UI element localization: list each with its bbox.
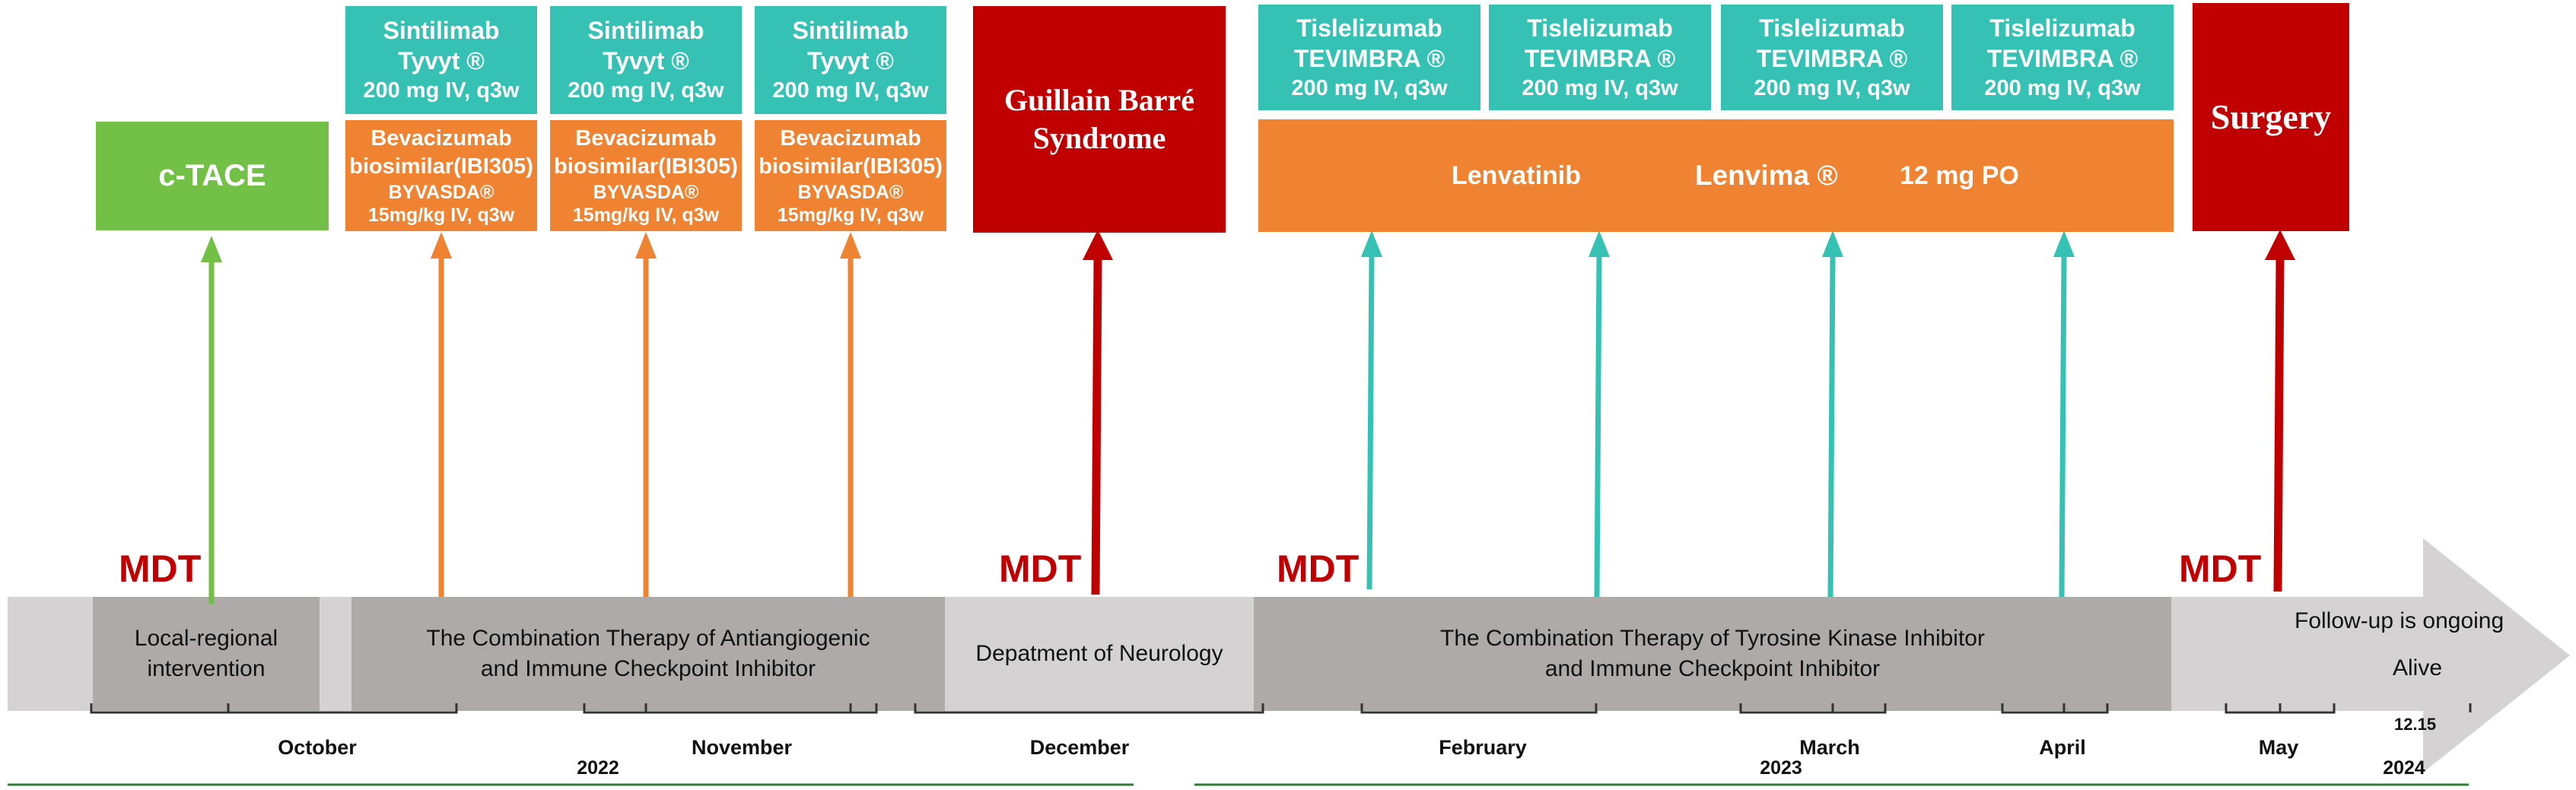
event-sintilimab-1: Sintilimab Tyvyt ® 200 mg IV, q3w bbox=[345, 6, 537, 114]
event-sintilimab-2: Sintilimab Tyvyt ® 200 mg IV, q3w bbox=[550, 6, 742, 114]
gbs-line-2: Syndrome bbox=[1032, 121, 1166, 155]
drug-name-2: biosimilar(IBI305) bbox=[758, 154, 943, 179]
drug-brand: TEVIMBRA ® bbox=[1524, 44, 1676, 72]
event-tislelizumab-4: Tislelizumab TEVIMBRA ® 200 mg IV, q3w bbox=[1951, 5, 2174, 110]
arrow-cycle5 bbox=[1589, 230, 1610, 598]
drug-name: Tislelizumab bbox=[1989, 14, 2136, 42]
event-tislelizumab-2: Tislelizumab TEVIMBRA ® 200 mg IV, q3w bbox=[1489, 5, 1711, 110]
drug-brand: TEVIMBRA ® bbox=[1986, 44, 2139, 72]
year-2024: 2024 bbox=[2383, 757, 2425, 779]
phase-combo2-line-2: and Immune Checkpoint Inhibitor bbox=[1544, 656, 1881, 681]
year-2023: 2023 bbox=[1760, 757, 1802, 779]
drug-dose: 200 mg IV, q3w bbox=[568, 78, 724, 103]
event-tislelizumab-1: Tislelizumab TEVIMBRA ® 200 mg IV, q3w bbox=[1258, 5, 1480, 110]
phase-combo2-line-1: The Combination Therapy of Tyrosine Kina… bbox=[1440, 626, 1985, 651]
phase-neurology-label: Depatment of Neurology bbox=[975, 641, 1223, 666]
month-october: October bbox=[278, 736, 357, 759]
phase-combo1-line-2: and Immune Checkpoint Inhibitor bbox=[480, 656, 816, 681]
month-december: December bbox=[1029, 736, 1130, 759]
drug-dose: 15mg/kg IV, q3w bbox=[367, 205, 515, 226]
phase-combination-2: The Combination Therapy of Tyrosine Kina… bbox=[1254, 597, 2171, 711]
lenvatinib-brand: Lenvima ® bbox=[1695, 160, 1838, 191]
drug-name: Sintilimab bbox=[383, 17, 500, 44]
drug-name: Bevacizumab bbox=[575, 126, 717, 151]
drug-brand: BYVASDA® bbox=[388, 182, 495, 203]
mdt-label-3: MDT bbox=[1277, 547, 1360, 590]
drug-name: Sintilimab bbox=[792, 17, 909, 44]
arrow-cycle4 bbox=[1361, 230, 1382, 590]
mdt-label-1: MDT bbox=[119, 547, 202, 590]
drug-dose: 200 mg IV, q3w bbox=[1754, 75, 1910, 100]
event-guillain-barre: Guillain Barré Syndrome bbox=[973, 6, 1226, 233]
drug-brand: Tyvyt ® bbox=[603, 47, 689, 75]
drug-brand: TEVIMBRA ® bbox=[1293, 44, 1445, 72]
drug-name: Tislelizumab bbox=[1527, 14, 1673, 42]
phase-neurology: Depatment of Neurology bbox=[947, 597, 1251, 711]
drug-name-2: biosimilar(IBI305) bbox=[349, 154, 533, 179]
arrow-surgery bbox=[2265, 230, 2295, 592]
arrow-gbs bbox=[1083, 230, 1113, 595]
month-november: November bbox=[691, 736, 793, 759]
month-march: March bbox=[1799, 736, 1860, 759]
drug-dose: 200 mg IV, q3w bbox=[1291, 75, 1448, 100]
drug-name: Bevacizumab bbox=[780, 126, 921, 151]
ctace-label: c-TACE bbox=[158, 159, 266, 192]
phase-local-line-2: intervention bbox=[147, 656, 266, 681]
phase-box-combo1 bbox=[351, 597, 945, 711]
month-axis bbox=[90, 703, 2472, 714]
event-bevacizumab-3: Bevacizumab biosimilar(IBI305) BYVASDA® … bbox=[755, 120, 946, 231]
drug-name: Bevacizumab bbox=[370, 126, 512, 151]
drug-brand: BYVASDA® bbox=[797, 182, 904, 203]
mdt-label-4: MDT bbox=[2179, 547, 2262, 590]
lenvatinib-dose: 12 mg PO bbox=[1900, 160, 2019, 190]
surgery-label: Surgery bbox=[2210, 97, 2332, 136]
phase-local-regional: Local-regional intervention bbox=[93, 597, 320, 711]
drug-dose: 200 mg IV, q3w bbox=[772, 78, 929, 103]
month-april: April bbox=[2039, 736, 2086, 759]
year-2022: 2022 bbox=[577, 757, 619, 779]
arrow-ctace bbox=[201, 236, 222, 604]
alive-label: Alive bbox=[2393, 655, 2443, 681]
event-surgery: Surgery bbox=[2193, 3, 2349, 231]
arrow-cycle6 bbox=[1822, 230, 1843, 598]
arrow-cycle1 bbox=[431, 232, 452, 597]
drug-name: Sintilimab bbox=[587, 17, 704, 44]
month-may: May bbox=[2258, 736, 2299, 759]
event-bevacizumab-2: Bevacizumab biosimilar(IBI305) BYVASDA® … bbox=[550, 120, 742, 231]
event-tislelizumab-3: Tislelizumab TEVIMBRA ® 200 mg IV, q3w bbox=[1721, 5, 1943, 110]
phase-box-combo2 bbox=[1254, 597, 2171, 711]
drug-brand: BYVASDA® bbox=[593, 182, 699, 203]
drug-dose: 200 mg IV, q3w bbox=[1522, 75, 1678, 100]
month-february: February bbox=[1439, 736, 1527, 759]
drug-dose: 15mg/kg IV, q3w bbox=[572, 205, 720, 226]
arrow-cycle7 bbox=[2053, 230, 2075, 598]
phase-box-local bbox=[93, 597, 320, 711]
lenvatinib-drug: Lenvatinib bbox=[1452, 160, 1582, 190]
drug-name: Tislelizumab bbox=[1296, 14, 1442, 42]
alive-date: 12.15 bbox=[2394, 715, 2437, 734]
event-ctace: c-TACE bbox=[96, 122, 329, 230]
gbs-line-1: Guillain Barré bbox=[1004, 83, 1194, 117]
event-sintilimab-3: Sintilimab Tyvyt ® 200 mg IV, q3w bbox=[755, 6, 946, 114]
event-bevacizumab-1: Bevacizumab biosimilar(IBI305) BYVASDA® … bbox=[345, 120, 537, 231]
mdt-label-2: MDT bbox=[999, 547, 1082, 590]
drug-dose: 200 mg IV, q3w bbox=[1984, 75, 2141, 100]
phase-combo1-line-1: The Combination Therapy of Antiangiogeni… bbox=[426, 626, 870, 651]
phase-local-line-1: Local-regional bbox=[134, 626, 278, 651]
arrow-cycle3 bbox=[840, 232, 861, 597]
drug-dose: 15mg/kg IV, q3w bbox=[777, 205, 924, 226]
drug-brand: Tyvyt ® bbox=[398, 47, 485, 75]
drug-brand: TEVIMBRA ® bbox=[1756, 44, 1908, 72]
drug-name: Tislelizumab bbox=[1759, 14, 1905, 42]
arrow-cycle2 bbox=[635, 232, 657, 597]
phase-combination-1: The Combination Therapy of Antiangiogeni… bbox=[351, 597, 945, 711]
event-lenvatinib: Lenvatinib Lenvima ® 12 mg PO bbox=[1258, 119, 2174, 232]
drug-name-2: biosimilar(IBI305) bbox=[554, 154, 738, 179]
drug-brand: Tyvyt ® bbox=[807, 47, 894, 75]
followup-label: Follow-up is ongoing bbox=[2295, 608, 2504, 633]
drug-dose: 200 mg IV, q3w bbox=[363, 78, 520, 103]
